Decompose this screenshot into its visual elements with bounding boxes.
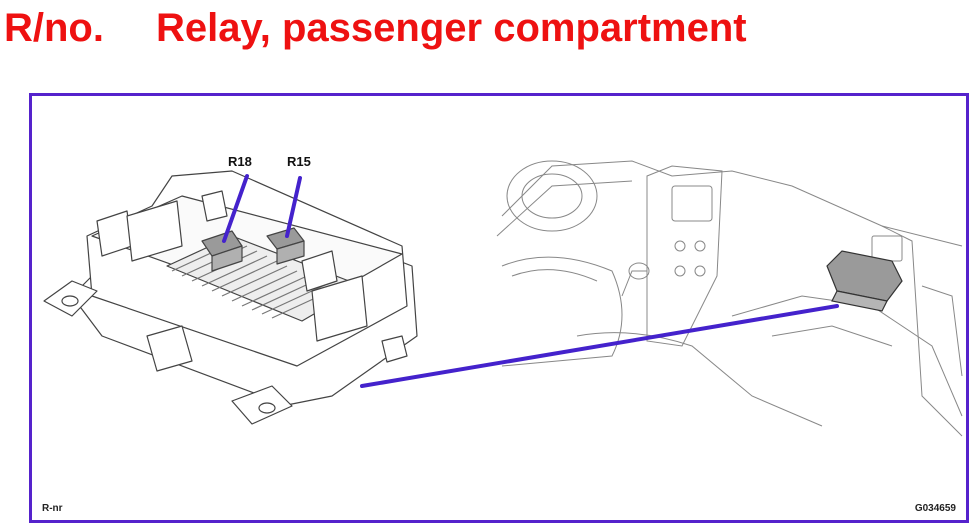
diagram-frame: R18 R15 R-nr G034659 bbox=[29, 93, 969, 523]
relay-label-r18: R18 bbox=[228, 154, 252, 169]
footer-left-code: R-nr bbox=[42, 503, 63, 514]
footer-right-code: G034659 bbox=[914, 503, 956, 514]
title-text: Relay, passenger compartment bbox=[156, 6, 747, 50]
pointer-lines bbox=[222, 174, 839, 388]
relay-diagram: R18 R15 bbox=[43, 154, 963, 437]
page-title: R/no. Relay, passenger compartment bbox=[4, 2, 747, 54]
relay-label-r15: R15 bbox=[287, 154, 311, 169]
title-code: R/no. bbox=[4, 6, 104, 50]
fuse-relay-box bbox=[43, 170, 418, 425]
relay-holder-in-car bbox=[826, 250, 903, 312]
car-interior bbox=[496, 160, 963, 437]
